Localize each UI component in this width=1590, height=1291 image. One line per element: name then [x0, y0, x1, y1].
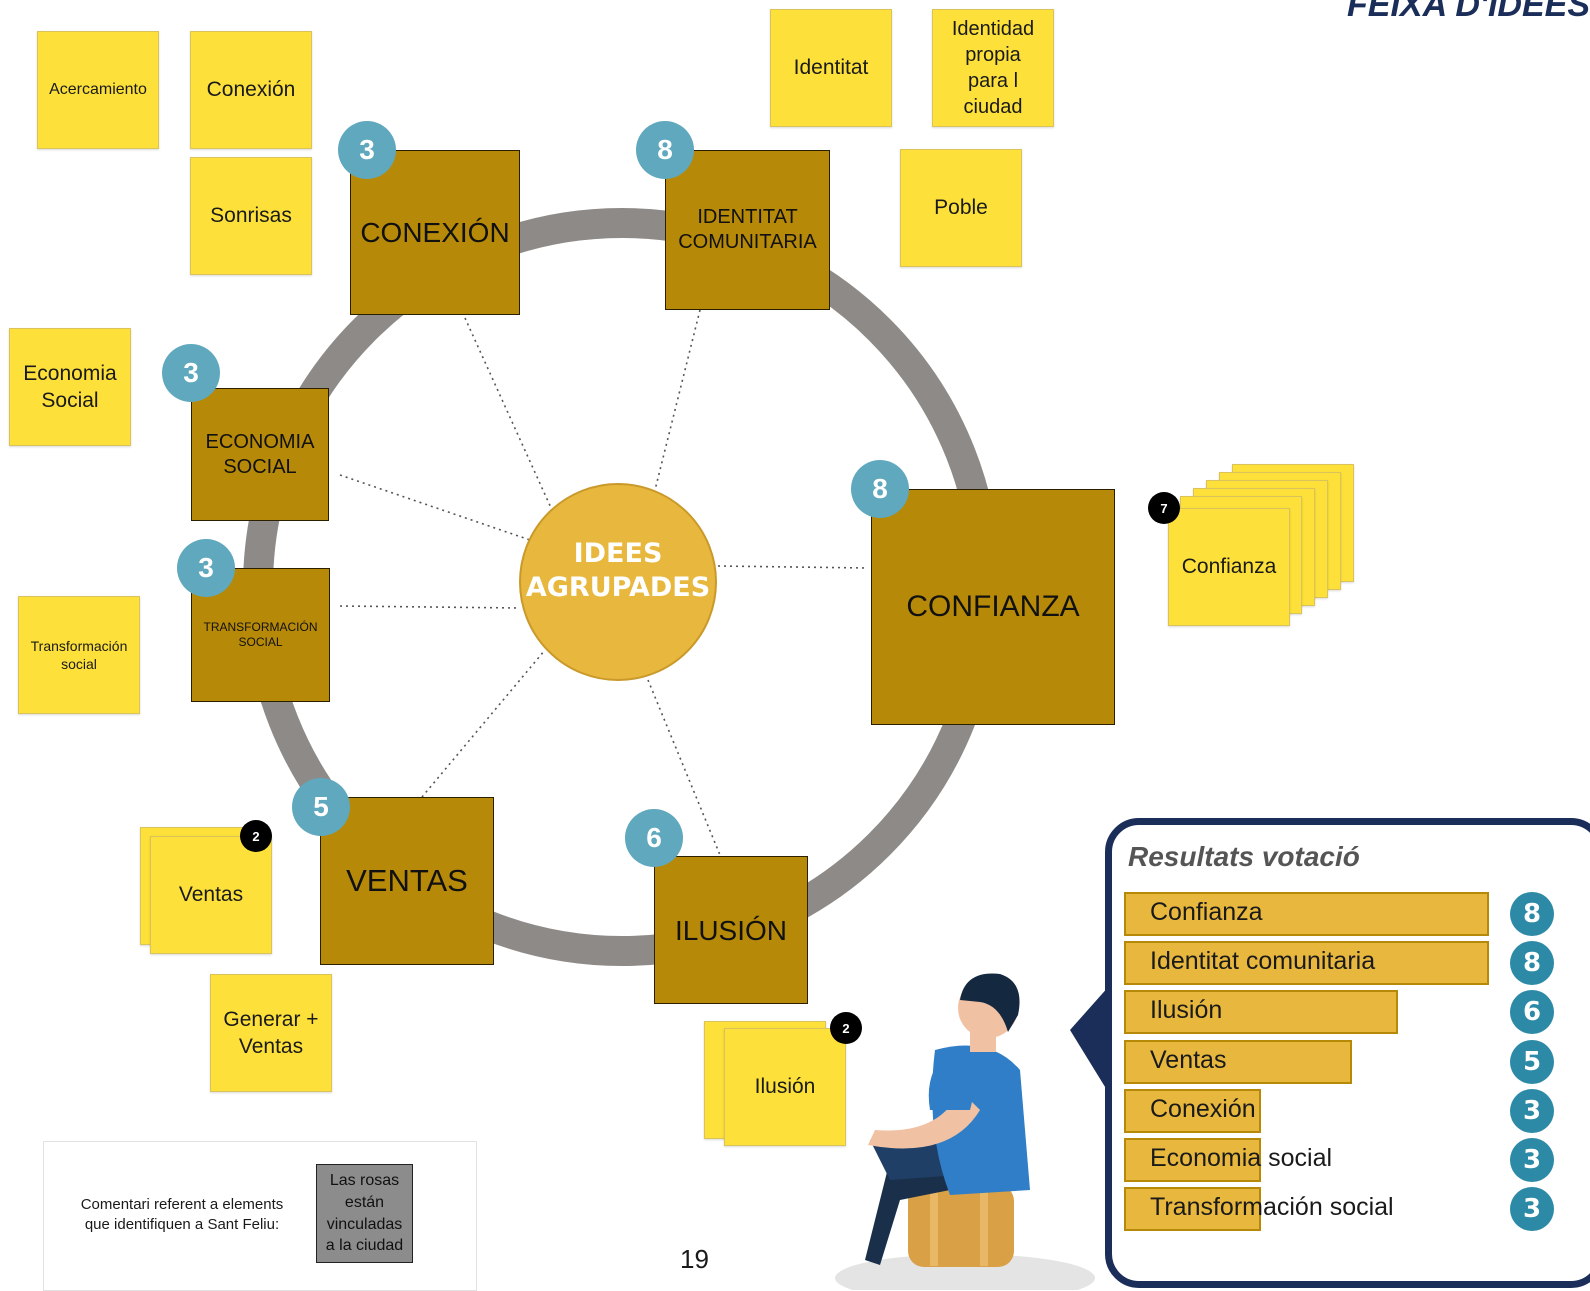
leg: [865, 1150, 950, 1265]
result-value-badge: 8: [1510, 892, 1554, 936]
result-value-badge: 5: [1510, 1039, 1554, 1084]
sticky-transformacion-social: Transformación social: [18, 596, 140, 714]
result-bar: [1124, 990, 1398, 1035]
sticky-identidad-line-1: Identidad: [951, 18, 1035, 40]
sticky-identidad-propia: Identidad propia para l ciudad: [932, 9, 1054, 127]
comment-note-line-4: a la ciudad: [325, 1237, 404, 1255]
vote-badge-ventas: 5: [292, 778, 350, 836]
result-bar: [1124, 892, 1489, 936]
connector-economia: [339, 474, 531, 541]
category-economia-line-2: SOCIAL: [223, 455, 297, 478]
vote-badge-transformacion: 3: [177, 539, 235, 597]
confianza-count-badge: 7: [1148, 492, 1180, 524]
sticky-ilusion: Ilusión: [724, 1028, 846, 1146]
category-identitat-line-1: IDENTITAT: [697, 206, 798, 228]
corner-title: FEIXA D'IDEES: [1347, 0, 1590, 24]
ventas-count-badge: 2: [240, 820, 272, 852]
category-transformacion-line-2: SOCIAL: [238, 635, 283, 649]
vote-badge-ilusion: 6: [625, 809, 683, 867]
sticky-economia-social: Economia Social: [9, 328, 131, 446]
result-value-badge: 3: [1510, 1088, 1554, 1133]
connector-lines: [339, 309, 869, 856]
connector-confianza: [717, 565, 869, 569]
page-number: 19: [680, 1244, 709, 1274]
result-value-badge: 3: [1510, 1187, 1554, 1232]
speech-tail: [1070, 985, 1110, 1095]
category-confianza: CONFIANZA: [871, 489, 1115, 725]
comment-label-line-1: Comentari referent a elements: [80, 1196, 284, 1213]
comment-note-line-2: están: [344, 1193, 385, 1211]
result-bar: [1124, 1138, 1261, 1182]
sticky-generar-line-2: Ventas: [238, 1035, 304, 1058]
vote-badge-conexion: 3: [338, 121, 396, 179]
sticky-economia-line-1: Economia: [23, 361, 117, 385]
category-economia-social: ECONOMIA SOCIAL: [191, 388, 329, 521]
category-identitat-line-2: COMUNITARIA: [678, 231, 817, 253]
result-bar-label: Ilusión: [1150, 996, 1223, 1025]
result-bar-label: Conexión: [1150, 1094, 1256, 1123]
floor-shadow: [835, 1254, 1095, 1290]
comment-note: Las rosas están vinculadas a la ciudad: [316, 1164, 413, 1263]
vote-badge-confianza: 8: [851, 460, 909, 518]
connector-conexion: [464, 317, 553, 511]
category-ilusion: ILUSIÓN: [654, 856, 808, 1004]
hair: [960, 973, 1020, 1032]
sticky-transformacion-line-2: social: [61, 656, 97, 672]
vote-badge-economia: 3: [162, 344, 220, 402]
result-bar-label: Confianza: [1150, 898, 1263, 926]
person-illustration: [835, 973, 1095, 1290]
speech-tail-shape: [1070, 985, 1110, 1095]
connector-identitat: [654, 309, 701, 491]
sticky-ventas: Ventas: [150, 836, 272, 954]
stool-stripe: [980, 1188, 988, 1266]
sticky-generar-ventas: Generar + Ventas: [210, 974, 332, 1092]
result-bar: [1124, 1187, 1261, 1232]
sticky-economia-line-2: Social: [41, 389, 99, 412]
result-bar: [1124, 1088, 1261, 1133]
comment-label-line-2: que identifiquen a Sant Feliu:: [84, 1216, 280, 1234]
result-bar-label: Identitat comunitaria: [1150, 947, 1376, 976]
connector-ventas: [421, 649, 546, 798]
result-bar: [1124, 941, 1489, 986]
result-value-badge: 6: [1510, 990, 1554, 1035]
result-value-badge: 8: [1510, 941, 1554, 986]
result-bar: [1124, 1039, 1352, 1084]
sticky-transformacion-line-1: Transformación: [30, 637, 128, 654]
center-line-2: AGRUPADES: [526, 572, 710, 603]
category-conexion: CONEXIÓN: [350, 150, 520, 315]
ilusion-count-badge: 2: [830, 1012, 862, 1044]
category-transformacion-line-1: TRANSFORMACIÓN: [203, 620, 318, 634]
connector-transformacion: [339, 605, 521, 609]
comment-note-line-3: vinculadas: [326, 1215, 403, 1233]
center-line-1: IDEES: [574, 538, 663, 569]
comment-note-line-1: Las rosas: [329, 1172, 400, 1190]
stool: [908, 1185, 1014, 1267]
category-economia-line-1: ECONOMIA: [205, 430, 315, 453]
sticky-generar-line-1: Generar +: [223, 1007, 319, 1031]
sticky-conexion: Conexión: [190, 31, 312, 149]
sticky-identidad-line-3: para l: [967, 70, 1019, 92]
comment-label: Comentari referent a elements que identi…: [62, 1195, 302, 1236]
sticky-poble: Poble: [900, 149, 1022, 267]
sticky-acercamiento: Acercamiento: [37, 31, 159, 149]
results-title: Resultats votació: [1128, 841, 1360, 872]
sleeve: [928, 1058, 974, 1110]
result-bar-label: Economia social: [1150, 1144, 1333, 1172]
result-value-badge: 3: [1510, 1138, 1554, 1182]
category-identitat-comunitaria: IDENTITAT COMUNITARIA: [665, 150, 830, 310]
result-bar-label: Transformación social: [1150, 1193, 1394, 1222]
sticky-sonrisas: Sonrisas: [190, 157, 312, 275]
sticky-identidad-line-4: ciudad: [963, 96, 1023, 118]
connector-ilusion: [647, 679, 721, 856]
stool-stripe: [930, 1188, 938, 1266]
center-circle: [519, 483, 717, 681]
sticky-identidad-line-2: propia: [965, 44, 1021, 66]
result-bar-label: Ventas: [1150, 1045, 1227, 1074]
sticky-confianza: Confianza: [1168, 508, 1290, 626]
category-ventas: VENTAS: [320, 797, 494, 965]
sticky-identitat: Identitat: [770, 9, 892, 127]
vote-badge-identitat: 8: [636, 121, 694, 179]
